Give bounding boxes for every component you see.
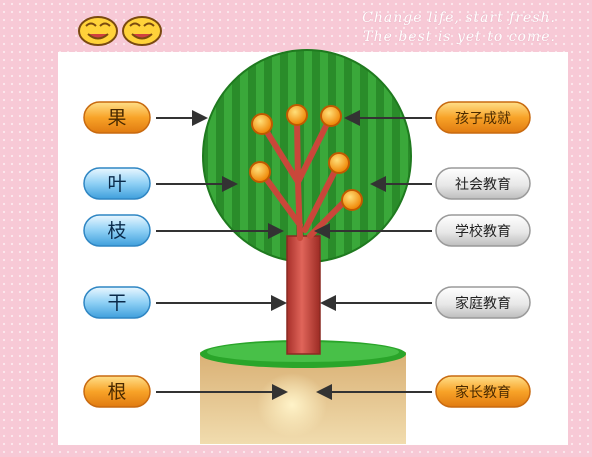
tree-trunk — [286, 235, 321, 355]
mascot-face-icon — [78, 16, 118, 46]
mascot-face-icon — [122, 16, 162, 46]
label-trunk-text: 干 — [107, 292, 126, 314]
fruit — [286, 104, 308, 126]
slogan-line-2: The best is yet to come. — [363, 29, 556, 45]
label-parents-text: 家长教育 — [455, 384, 511, 401]
label-branch: 枝 — [83, 214, 151, 247]
label-trunk: 干 — [83, 286, 151, 319]
label-leaf-text: 叶 — [107, 173, 126, 195]
label-fruit-text: 果 — [107, 107, 126, 129]
label-school: 学校教育 — [435, 214, 531, 247]
label-leaf: 叶 — [83, 167, 151, 200]
label-society-text: 社会教育 — [455, 177, 511, 193]
fruit — [328, 152, 350, 174]
label-root-text: 根 — [107, 381, 126, 403]
label-family-text: 家庭教育 — [455, 295, 511, 312]
pointer-arrows — [156, 110, 432, 400]
label-fruit: 果 — [83, 101, 151, 134]
label-parents: 家长教育 — [435, 375, 531, 408]
label-root: 根 — [83, 375, 151, 408]
fruit — [320, 105, 342, 127]
label-school-text: 学校教育 — [455, 223, 511, 240]
fruit — [249, 161, 271, 183]
label-achievement: 孩子成就 — [435, 101, 531, 134]
label-family: 家庭教育 — [435, 286, 531, 319]
label-achievement-text: 孩子成就 — [455, 111, 511, 127]
fruit — [251, 113, 273, 135]
label-branch-text: 枝 — [107, 220, 126, 242]
label-society: 社会教育 — [435, 167, 531, 200]
fruit — [341, 189, 363, 211]
fruits — [249, 104, 363, 211]
slogan-line-1: Change life, start fresh. — [362, 10, 556, 26]
